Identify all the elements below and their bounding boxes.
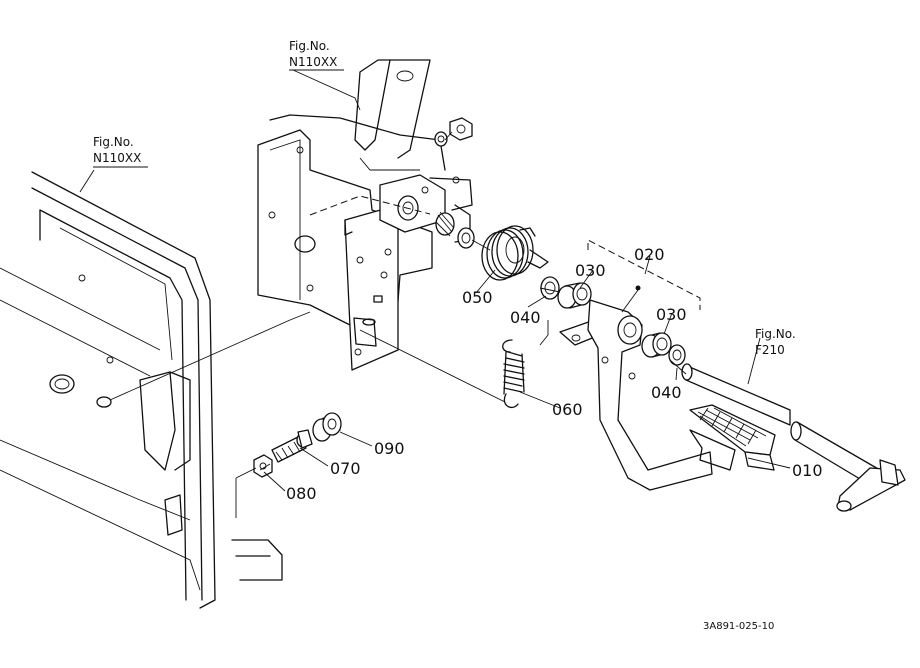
part-label-040-right: 040 (651, 383, 682, 402)
extension-spring (502, 339, 525, 409)
bushing-030-right (641, 332, 672, 358)
washer-040-left (540, 276, 560, 300)
part-label-070: 070 (330, 459, 361, 478)
part-label-060: 060 (552, 400, 583, 419)
reference-lines (109, 131, 687, 518)
part-label-040-left: 040 (510, 308, 541, 327)
cab-panel (0, 171, 283, 609)
torsion-spring (481, 225, 549, 281)
pedal-pad (689, 404, 776, 471)
fig-ref-top: Fig.No. N110XX (289, 39, 344, 71)
fig-ref-right-line1: Fig.No. (755, 327, 796, 341)
pedal-arm (559, 285, 713, 491)
leader-lines (79, 69, 791, 492)
part-label-020: 020 (634, 245, 665, 264)
pedal-bracket (257, 59, 473, 371)
washer-040-right (668, 344, 686, 366)
part-label-050: 050 (462, 288, 493, 307)
part-label-030-left: 030 (575, 261, 606, 280)
part-label-090: 090 (374, 439, 405, 458)
part-label-080: 080 (286, 484, 317, 503)
collar-090 (312, 412, 342, 442)
fig-ref-top-line2: N110XX (289, 55, 337, 69)
nut-080 (253, 454, 273, 478)
fig-ref-right: Fig.No. F210 (755, 327, 796, 357)
pivot-collar (435, 211, 475, 249)
bushing-030-left (557, 282, 592, 309)
group-020-bracket (587, 239, 701, 310)
part-label-010: 010 (792, 461, 823, 480)
part-label-030-right: 030 (656, 305, 687, 324)
drawing-code: 3A891-025-10 (703, 621, 774, 632)
fig-ref-left: Fig.No. N110XX (93, 135, 148, 168)
bracket-nut (434, 117, 473, 147)
cross-shaft (681, 363, 906, 512)
fig-ref-right-line2: F210 (755, 343, 785, 357)
bolt-070 (271, 429, 313, 463)
fig-ref-top-line1: Fig.No. (289, 39, 330, 53)
fig-ref-left-line2: N110XX (93, 151, 141, 165)
fig-ref-left-line1: Fig.No. (93, 135, 134, 149)
